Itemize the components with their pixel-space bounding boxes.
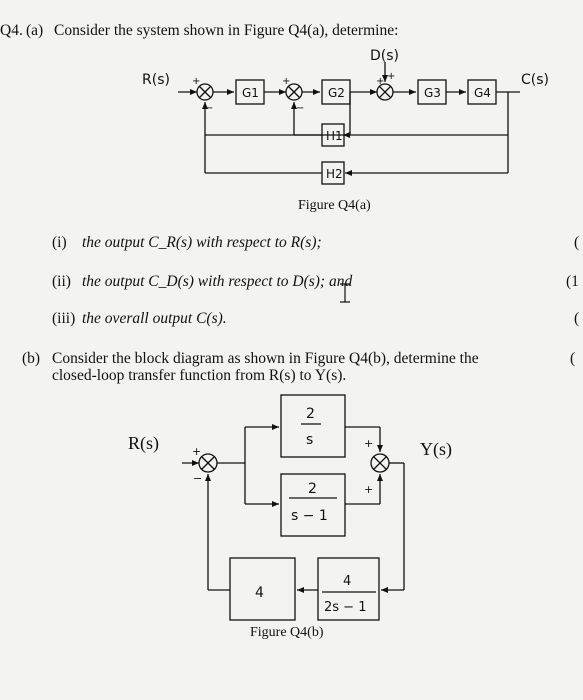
signal-d-label: D(s)	[370, 48, 399, 64]
sign-plus: +	[364, 483, 373, 496]
figure-q4a-caption: Figure Q4(a)	[298, 198, 371, 213]
part-b-mark: (	[570, 350, 576, 367]
part-a-label: (a)	[26, 22, 44, 39]
sign-plus: +	[364, 437, 373, 450]
block-h2-label: H2	[326, 167, 343, 181]
sign-plus: +	[192, 445, 201, 458]
sign-plus: +	[376, 76, 384, 87]
block-4-denominator: 2s − 1	[324, 600, 366, 615]
text-cursor-icon	[340, 283, 350, 303]
signal-c-label: C(s)	[521, 72, 549, 88]
block-g2-label: G2	[328, 86, 345, 100]
item-i-text: the output C_R(s) with respect to R(s);	[82, 234, 322, 251]
item-iii-mark: (	[574, 310, 580, 327]
item-ii-text: the output C_D(s) with respect to D(s); …	[82, 273, 353, 290]
part-b-line-1: Consider the block diagram as shown in F…	[52, 350, 479, 367]
question-number: Q4.	[0, 22, 23, 39]
block-1-numerator: 2	[306, 406, 315, 422]
signal-r-label: R(s)	[128, 433, 159, 454]
item-ii-number: (ii)	[52, 273, 71, 290]
item-iii-text: the overall output C(s).	[82, 310, 227, 327]
sign-plus: +	[387, 71, 395, 82]
block-g4-label: G4	[474, 86, 491, 100]
item-i-number: (i)	[52, 234, 67, 251]
figure-q4b-caption: Figure Q4(b)	[250, 625, 324, 640]
block-2-denominator: s − 1	[291, 508, 328, 524]
part-a-prompt: Consider the system shown in Figure Q4(a…	[54, 22, 399, 39]
block-1-denominator: s	[306, 432, 313, 448]
block-g1-label: G1	[242, 86, 259, 100]
block-h1-label: H1	[326, 129, 343, 143]
signal-y-label: Y(s)	[420, 439, 452, 460]
sign-minus: −	[193, 472, 202, 485]
signal-r-label: R(s)	[142, 72, 170, 88]
block-4-numerator: 4	[343, 574, 351, 589]
sign-minus: −	[205, 103, 213, 114]
item-i-mark: (	[574, 234, 580, 251]
part-b-label: (b)	[22, 350, 41, 367]
block-g3-label: G3	[424, 86, 441, 100]
block-2-numerator: 2	[308, 481, 317, 497]
sign-minus: −	[296, 103, 304, 114]
sign-plus: +	[282, 76, 290, 87]
block-3-gain: 4	[255, 585, 264, 601]
part-b-line-2: closed-loop transfer function from R(s) …	[52, 367, 347, 384]
item-iii-number: (iii)	[52, 310, 76, 327]
sign-plus: +	[192, 76, 200, 87]
item-ii-mark: (1	[566, 273, 579, 290]
